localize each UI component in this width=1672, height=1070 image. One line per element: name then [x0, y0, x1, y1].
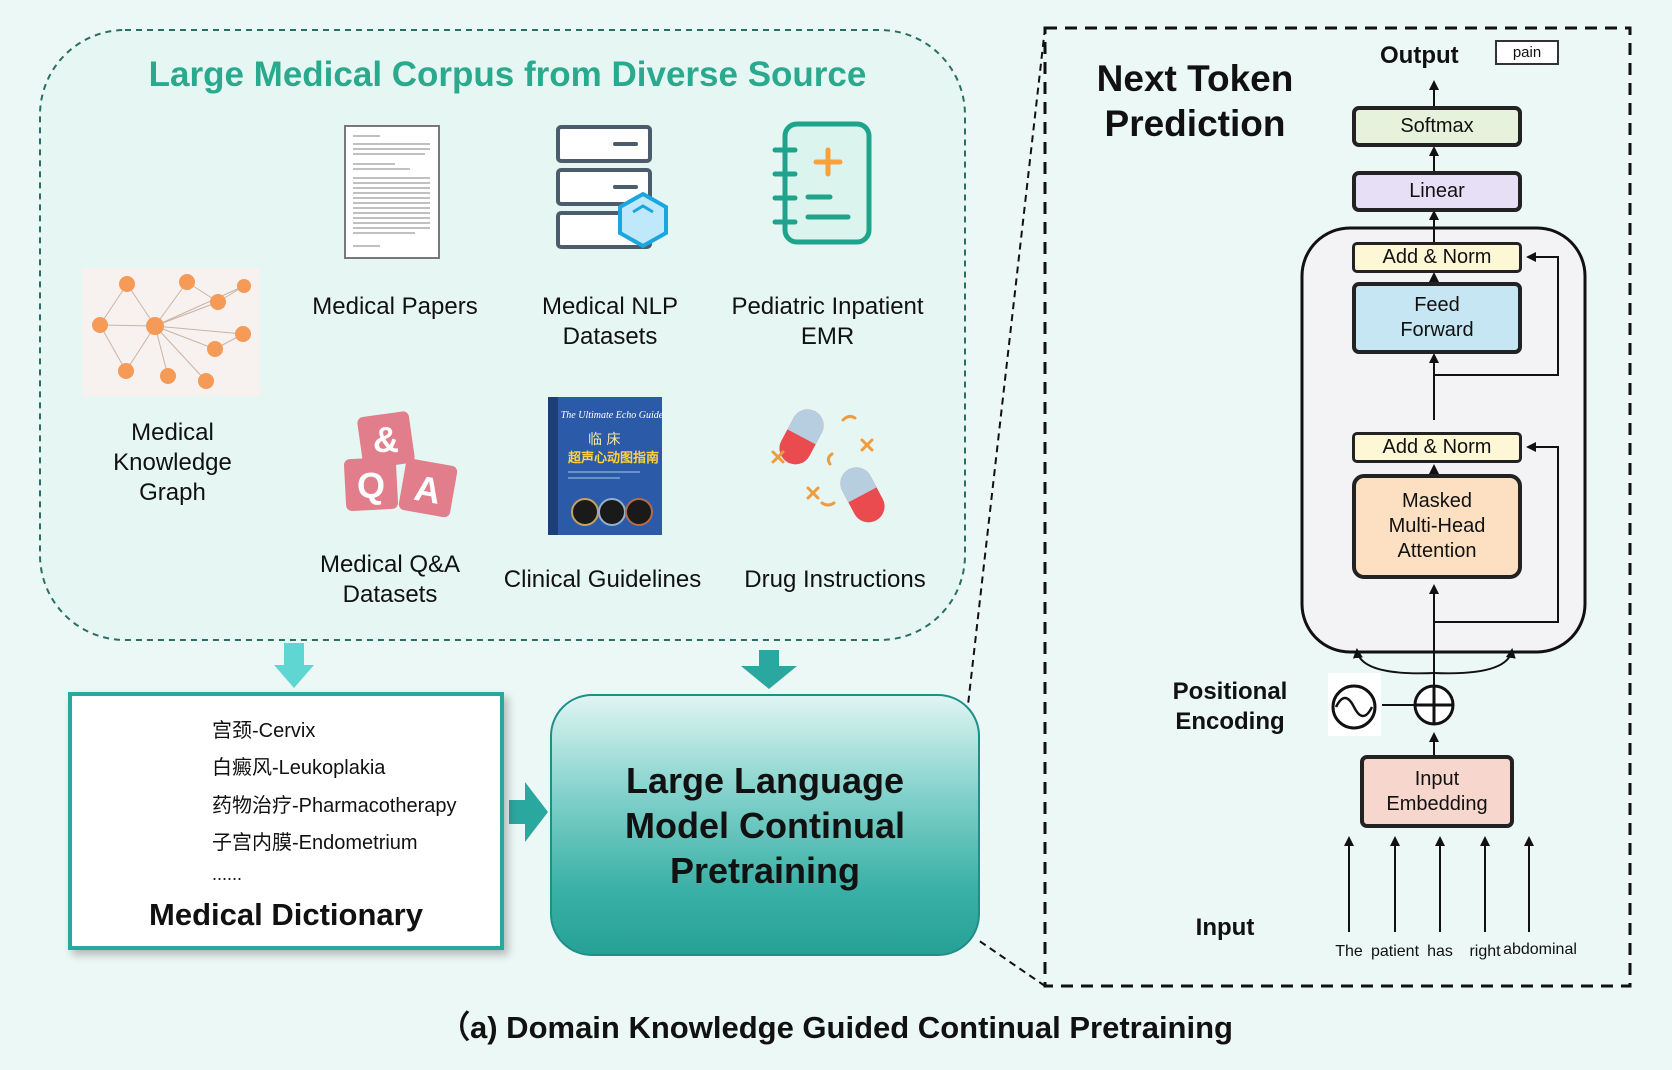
figure-caption: （a) Domain Knowledge Guided Continual Pr…: [439, 1010, 1233, 1045]
dict-entry-cervix: 宫颈-Cervix: [212, 720, 316, 742]
add-circle-icon: [1413, 684, 1455, 726]
arrow-to-llm: [741, 650, 797, 689]
token-abdominal: abdominal: [1503, 941, 1577, 958]
dictionary-box: [68, 692, 504, 950]
linear-block: Linear: [1352, 171, 1522, 212]
guidelines-label: Clinical Guidelines: [503, 566, 702, 593]
llm-pretraining-box: [550, 694, 980, 956]
next-token-title: Next Token Prediction: [1096, 58, 1294, 144]
server-icon: [556, 125, 668, 249]
pill-icon: [771, 409, 885, 523]
dict-entry-ellipsis: ......: [212, 864, 243, 884]
dict-entry-leukoplakia: 白癜风-Leukoplakia: [212, 757, 386, 779]
dict-entry-pharmacotherapy: 药物治疗-Pharmacotherapy: [212, 795, 457, 817]
drug-instructions-label: Drug Instructions: [744, 566, 926, 593]
transformer-region: [1043, 26, 1632, 988]
qa-icon: & Q A: [343, 411, 458, 518]
input-label: Input: [1195, 914, 1255, 941]
nlp-datasets-label: Medical NLP Datasets: [541, 293, 679, 350]
papers-label: Medical Papers: [312, 293, 478, 320]
qa-datasets-label: Medical Q&A Datasets: [319, 551, 461, 608]
qa-amp-glyph: &: [373, 419, 399, 460]
add-norm-top-block: Add & Norm: [1352, 242, 1522, 273]
masked-attention-block: Masked Multi-Head Attention: [1352, 474, 1522, 579]
emr-icon: [772, 121, 872, 245]
book-cover-title: The Ultimate Echo Guide: [561, 410, 664, 421]
token-right: right: [1469, 943, 1501, 960]
arrow-to-dictionary: [274, 643, 314, 688]
add-norm-bottom-block: Add & Norm: [1352, 432, 1522, 463]
qa-q-glyph: Q: [357, 465, 385, 506]
token-has: has: [1427, 943, 1453, 960]
feed-forward-block: Feed Forward: [1352, 282, 1522, 354]
softmax-block: Softmax: [1352, 106, 1522, 147]
token-patient: patient: [1370, 943, 1420, 960]
dict-entry-endometrium: 子宫内膜-Endometrium: [212, 832, 418, 854]
knowledge-graph-icon: [82, 268, 260, 396]
book-cover-line2: 超声心动图指南: [568, 450, 659, 466]
output-label: Output: [1380, 42, 1459, 69]
paper-icon: [344, 125, 440, 259]
token-the: The: [1335, 943, 1363, 960]
positional-encoding-label: Positional Encoding: [1172, 678, 1288, 735]
zoom-line-bottom: [977, 939, 1046, 987]
knowledge-graph-label: Medical Knowledge Graph: [113, 419, 232, 506]
book-cover-line1: 临 床: [588, 432, 620, 448]
emr-label: Pediatric Inpatient EMR: [731, 293, 924, 350]
input-embedding-block: Input Embedding: [1360, 755, 1514, 828]
corpus-region: [39, 29, 966, 641]
zoom-line-top: [967, 27, 1046, 706]
corpus-title: Large Medical Corpus from Diverse Source: [148, 55, 867, 94]
output-token: pain: [1495, 40, 1559, 65]
book-cover-icon: The Ultimate Echo Guide 临 床 超声心动图指南: [548, 397, 664, 535]
arrow-dict-to-llm: [509, 782, 548, 842]
dictionary-title: Medical Dictionary: [149, 897, 423, 932]
llm-pretraining-label: Large Language Model Continual Pretraini…: [625, 760, 905, 891]
positional-encoding-icon: [1328, 673, 1381, 736]
